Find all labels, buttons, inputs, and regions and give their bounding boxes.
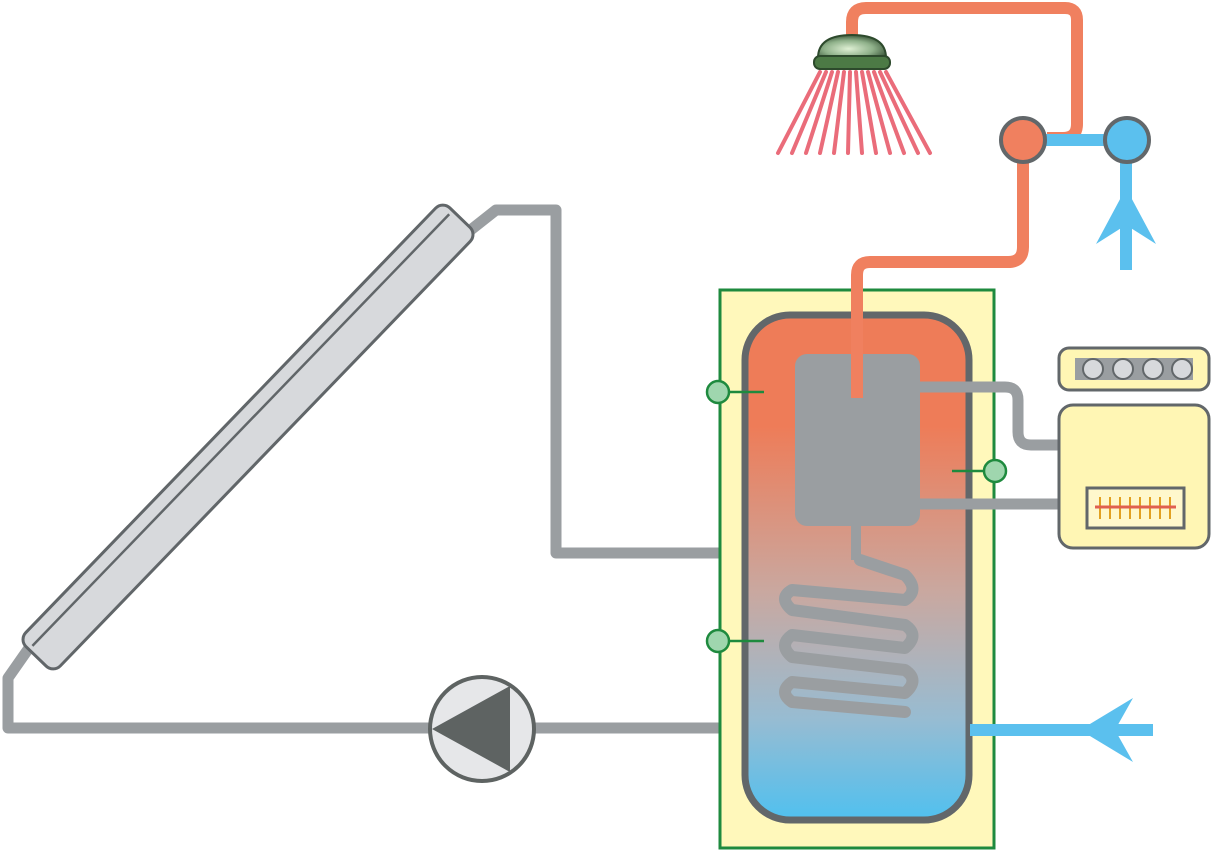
sensor-icon bbox=[952, 458, 1008, 484]
mixing-valve-hot bbox=[999, 116, 1047, 164]
shower-icon bbox=[776, 33, 932, 155]
hot-water-pipe bbox=[851, 160, 1029, 398]
coil-icon bbox=[779, 554, 919, 718]
arrow-up-icon bbox=[1096, 188, 1156, 244]
mixing-valve-cold bbox=[1103, 116, 1151, 164]
sensor-icon bbox=[705, 628, 764, 654]
backup-heater bbox=[795, 354, 1062, 560]
sensor-icon bbox=[705, 379, 764, 405]
controller-icon bbox=[1057, 346, 1211, 550]
solar-panel-icon bbox=[21, 203, 475, 671]
heater-box-icon bbox=[795, 354, 920, 526]
pump-icon bbox=[428, 675, 536, 783]
arrow-left-icon bbox=[1080, 698, 1133, 762]
